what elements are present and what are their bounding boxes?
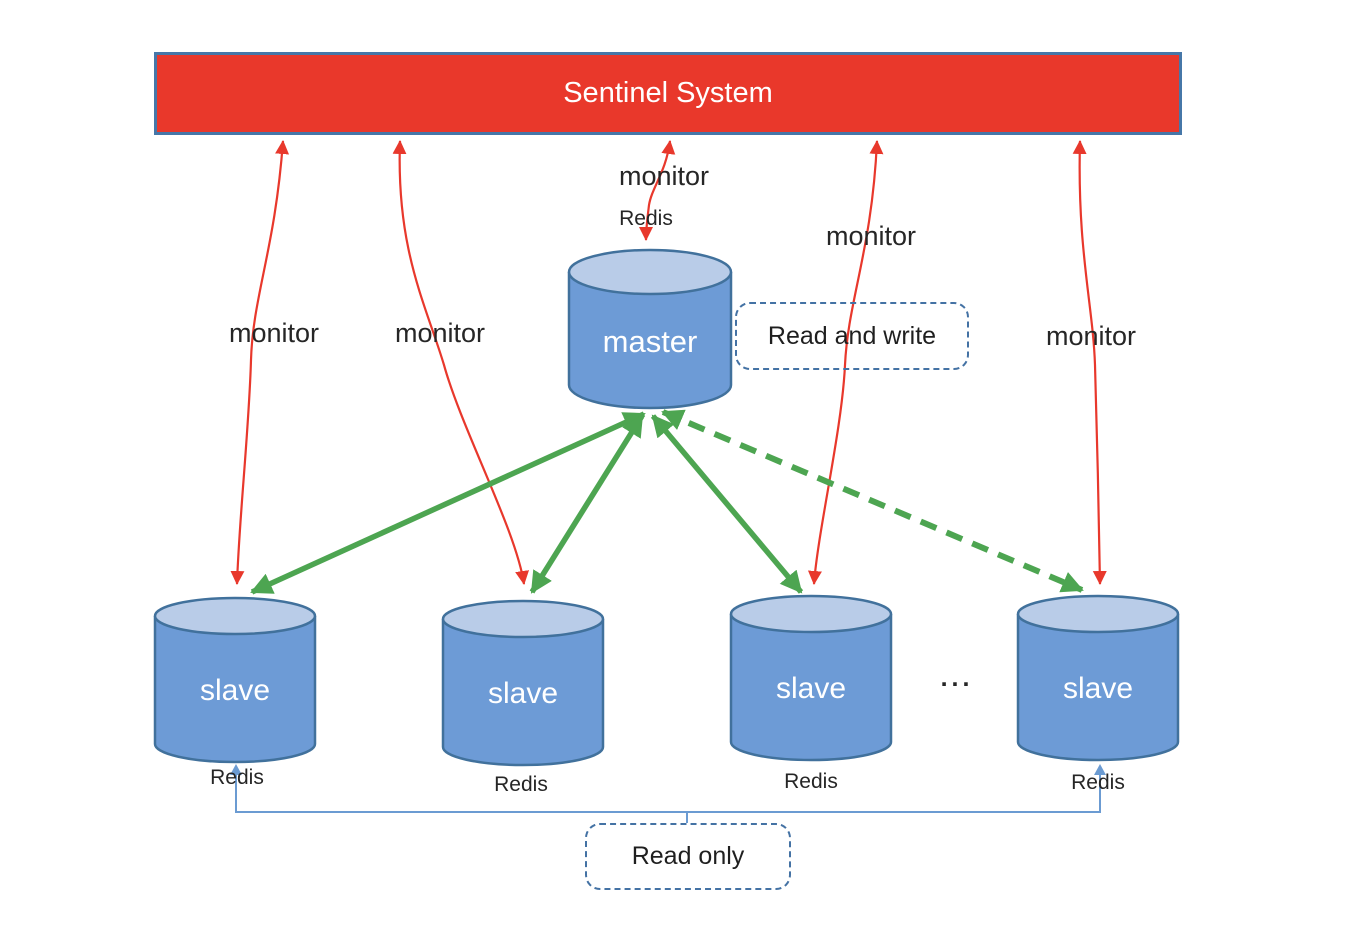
master-node-label: master — [602, 324, 698, 359]
monitor-label-5: monitor — [1045, 321, 1137, 351]
read-only-bracket — [230, 764, 1106, 823]
master-node: master — [569, 250, 731, 410]
sentinel-system-banner: Sentinel System — [154, 52, 1182, 135]
slave2-node: slave — [443, 601, 603, 765]
monitor-arrow-master — [639, 140, 676, 241]
monitor-label-3: monitor — [618, 161, 710, 191]
slave3-cylinder — [729, 594, 893, 762]
monitor-label-2: monitor — [394, 318, 486, 348]
read-only-line — [230, 764, 1106, 813]
monitor-arrow-slave4 — [1072, 140, 1107, 585]
slave4-cylinder — [1016, 594, 1180, 762]
slave1-node: slave — [155, 598, 315, 762]
replication-arrow-slave4-dashed — [661, 409, 1084, 593]
slave4-node-label: slave — [1062, 672, 1134, 705]
more-slaves-ellipsis: ... — [940, 664, 974, 692]
redis-tag-slave3: Redis — [784, 770, 838, 793]
replication-arrows — [250, 409, 1084, 595]
read-and-write-label: Read and write — [767, 321, 937, 350]
slave3-node-label: slave — [775, 672, 847, 705]
slave4-node: slave — [1018, 596, 1178, 760]
sentinel-system-title: Sentinel System — [563, 77, 773, 109]
monitor-label-1: monitor — [228, 318, 320, 348]
slave1-node-label: slave — [199, 674, 271, 707]
monitor-label-4: monitor — [825, 221, 917, 251]
redis-tag-slave1: Redis — [210, 766, 264, 789]
redis-tag-slave4: Redis — [1071, 771, 1125, 794]
redis-tag-master: Redis — [619, 207, 673, 230]
read-and-write-box: Read and write — [735, 302, 969, 370]
read-only-label: Read only — [631, 842, 745, 870]
replication-arrow-slave2 — [529, 414, 645, 594]
redis-tag-slave2: Redis — [494, 773, 548, 796]
master-cylinder — [567, 248, 733, 410]
read-only-box: Read only — [585, 823, 791, 890]
slave2-node-label: slave — [487, 677, 559, 710]
slave3-node: slave — [731, 596, 891, 760]
monitor-arrow-slave1 — [230, 140, 290, 585]
slave1-cylinder — [153, 596, 317, 764]
slave2-cylinder — [441, 599, 605, 767]
